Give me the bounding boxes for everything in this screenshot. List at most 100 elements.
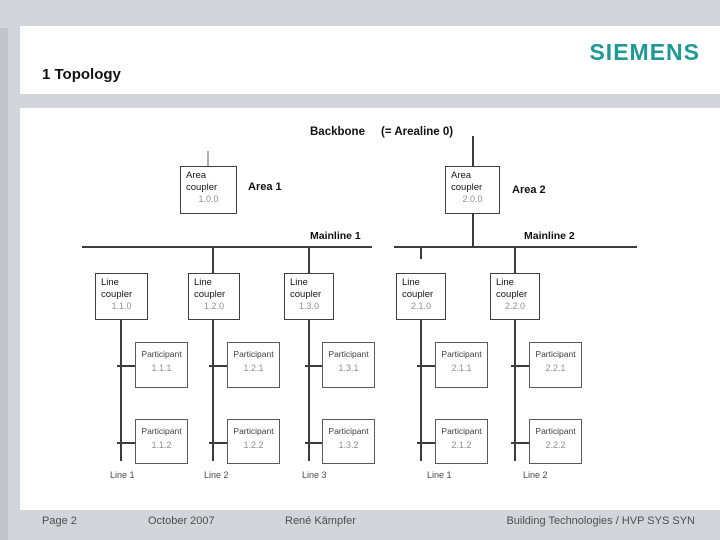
mainline-2-line <box>394 246 637 248</box>
line-coupler-word1: Line <box>101 277 119 288</box>
participant-1-1-2-address: 1.1.2 <box>151 440 172 450</box>
footer-author: René Kämpfer <box>285 515 356 527</box>
participant-1-1-1-address: 1.1.1 <box>151 363 172 373</box>
participant-label: Participant <box>441 349 482 359</box>
area-coupler-1-word2: coupler <box>186 181 218 193</box>
participant-label: Participant <box>441 426 482 436</box>
backbone-label: Backbone <box>310 126 365 138</box>
line-coupler-word1: Line <box>496 277 514 288</box>
line-coupler-word1: Line <box>290 277 308 288</box>
mainline-2-label: Mainline 2 <box>524 230 575 242</box>
mainline1-to-coupler-1-3-0-line <box>308 248 310 273</box>
line-coupler-word1: Line <box>194 277 212 288</box>
footer-page-number: Page 2 <box>42 515 77 527</box>
line-label-1-3: Line 3 <box>302 470 327 480</box>
participant-label: Participant <box>233 349 274 359</box>
line-2-1-drop-line <box>420 320 422 461</box>
line-coupler-1-2-0-address: 1.2.0 <box>203 301 225 311</box>
participant-2-2-1-address: 2.2.1 <box>545 363 566 373</box>
line-2-2-drop-line <box>514 320 516 461</box>
line-coupler-2-1-0-address: 2.1.0 <box>410 301 432 311</box>
participant-1-1-1-tick <box>117 365 135 367</box>
area-coupler-2-word1: Area <box>451 170 472 181</box>
line-coupler-word2: coupler <box>402 288 434 300</box>
line-coupler-2-2-0-address: 2.2.0 <box>504 301 526 311</box>
backbone-to-area1-line <box>207 151 209 166</box>
participant-2-1-2-tick <box>417 442 435 444</box>
participant-2-1-1-box: Participant 2.1.1 <box>435 342 488 388</box>
participant-label: Participant <box>233 426 274 436</box>
participant-1-3-1-tick <box>305 365 322 367</box>
mainline2-to-coupler-2-1-0-line <box>420 248 422 259</box>
area-coupler-2-address: 2.0.0 <box>462 194 483 204</box>
participant-1-2-2-box: Participant 1.2.2 <box>227 419 280 464</box>
participant-2-1-2-box: Participant 2.1.2 <box>435 419 488 464</box>
participant-label: Participant <box>328 349 369 359</box>
participant-1-2-1-box: Participant 1.2.1 <box>227 342 280 388</box>
participant-1-1-2-box: Participant 1.1.2 <box>135 419 188 464</box>
participant-1-3-2-box: Participant 1.3.2 <box>322 419 375 464</box>
area-coupler-1-word1: Area <box>186 170 207 181</box>
line-coupler-2-1-0-box: Line coupler 2.1.0 <box>396 273 446 320</box>
line-coupler-1-2-0-box: Line coupler 1.2.0 <box>188 273 240 320</box>
participant-2-2-1-box: Participant 2.2.1 <box>529 342 582 388</box>
header-band: 1 Topology SIEMENS <box>20 26 720 94</box>
backbone-sublabel: (= Arealine 0) <box>381 126 454 138</box>
line-coupler-word2: coupler <box>496 288 528 300</box>
area-1-label: Area 1 <box>248 181 282 193</box>
area-coupler-2-box: Area coupler 2.0.0 <box>445 166 500 214</box>
participant-label: Participant <box>535 349 576 359</box>
area-coupler-1-box: Area coupler 1.0.0 <box>180 166 237 214</box>
line-coupler-1-1-0-address: 1.1.0 <box>111 301 132 311</box>
participant-1-2-2-address: 1.2.2 <box>243 440 264 450</box>
mainline-1-label: Mainline 1 <box>310 230 361 242</box>
participant-1-2-1-tick <box>209 365 227 367</box>
participant-1-3-1-box: Participant 1.3.1 <box>322 342 375 388</box>
participant-2-1-2-address: 2.1.2 <box>451 440 472 450</box>
footer-date: October 2007 <box>148 515 215 527</box>
participant-label: Participant <box>141 426 182 436</box>
siemens-logo: SIEMENS <box>589 39 700 65</box>
backbone-to-area2-line <box>472 136 474 166</box>
area2-to-mainline2-line <box>472 214 474 247</box>
area-2-label: Area 2 <box>512 184 546 196</box>
participant-2-1-1-address: 2.1.1 <box>451 363 472 373</box>
line-coupler-1-1-0-box: Line coupler 1.1.0 <box>95 273 148 320</box>
participant-1-3-2-address: 1.3.2 <box>338 440 359 450</box>
participant-1-3-2-tick <box>305 442 322 444</box>
participant-1-2-1-address: 1.2.1 <box>243 363 264 373</box>
participant-label: Participant <box>141 349 182 359</box>
participant-label: Participant <box>535 426 576 436</box>
mainline-1-line <box>82 246 372 248</box>
participant-2-2-2-address: 2.2.2 <box>545 440 566 450</box>
line-label-1-1: Line 1 <box>110 470 135 480</box>
area-coupler-2-word2: coupler <box>451 181 483 193</box>
page-title: 1 Topology <box>42 66 121 83</box>
participant-2-1-1-tick <box>417 365 435 367</box>
participant-2-2-2-tick <box>511 442 529 444</box>
line-label-2-2: Line 2 <box>523 470 548 480</box>
mainline2-to-coupler-2-2-0-line <box>514 248 516 273</box>
footer-department: Building Technologies / HVP SYS SYN <box>506 515 695 527</box>
area-coupler-1-address: 1.0.0 <box>198 194 219 204</box>
participant-2-2-2-box: Participant 2.2.2 <box>529 419 582 464</box>
participant-1-3-1-address: 1.3.1 <box>338 363 359 373</box>
line-label-1-2: Line 2 <box>204 470 229 480</box>
line-coupler-word1: Line <box>402 277 420 288</box>
participant-label: Participant <box>328 426 369 436</box>
line-coupler-2-2-0-box: Line coupler 2.2.0 <box>490 273 540 320</box>
line-coupler-word2: coupler <box>194 288 226 300</box>
mainline1-to-coupler-1-2-0-line <box>212 248 214 273</box>
line-1-1-drop-line <box>120 320 122 461</box>
line-coupler-word2: coupler <box>101 288 133 300</box>
participant-1-2-2-tick <box>209 442 227 444</box>
line-1-3-drop-line <box>308 320 310 461</box>
participant-1-1-1-box: Participant 1.1.1 <box>135 342 188 388</box>
line-coupler-1-3-0-address: 1.3.0 <box>298 301 320 311</box>
left-margin-strip <box>0 28 8 540</box>
line-label-2-1: Line 1 <box>427 470 452 480</box>
line-coupler-word2: coupler <box>290 288 322 300</box>
line-coupler-1-3-0-box: Line coupler 1.3.0 <box>284 273 334 320</box>
participant-2-2-1-tick <box>511 365 529 367</box>
